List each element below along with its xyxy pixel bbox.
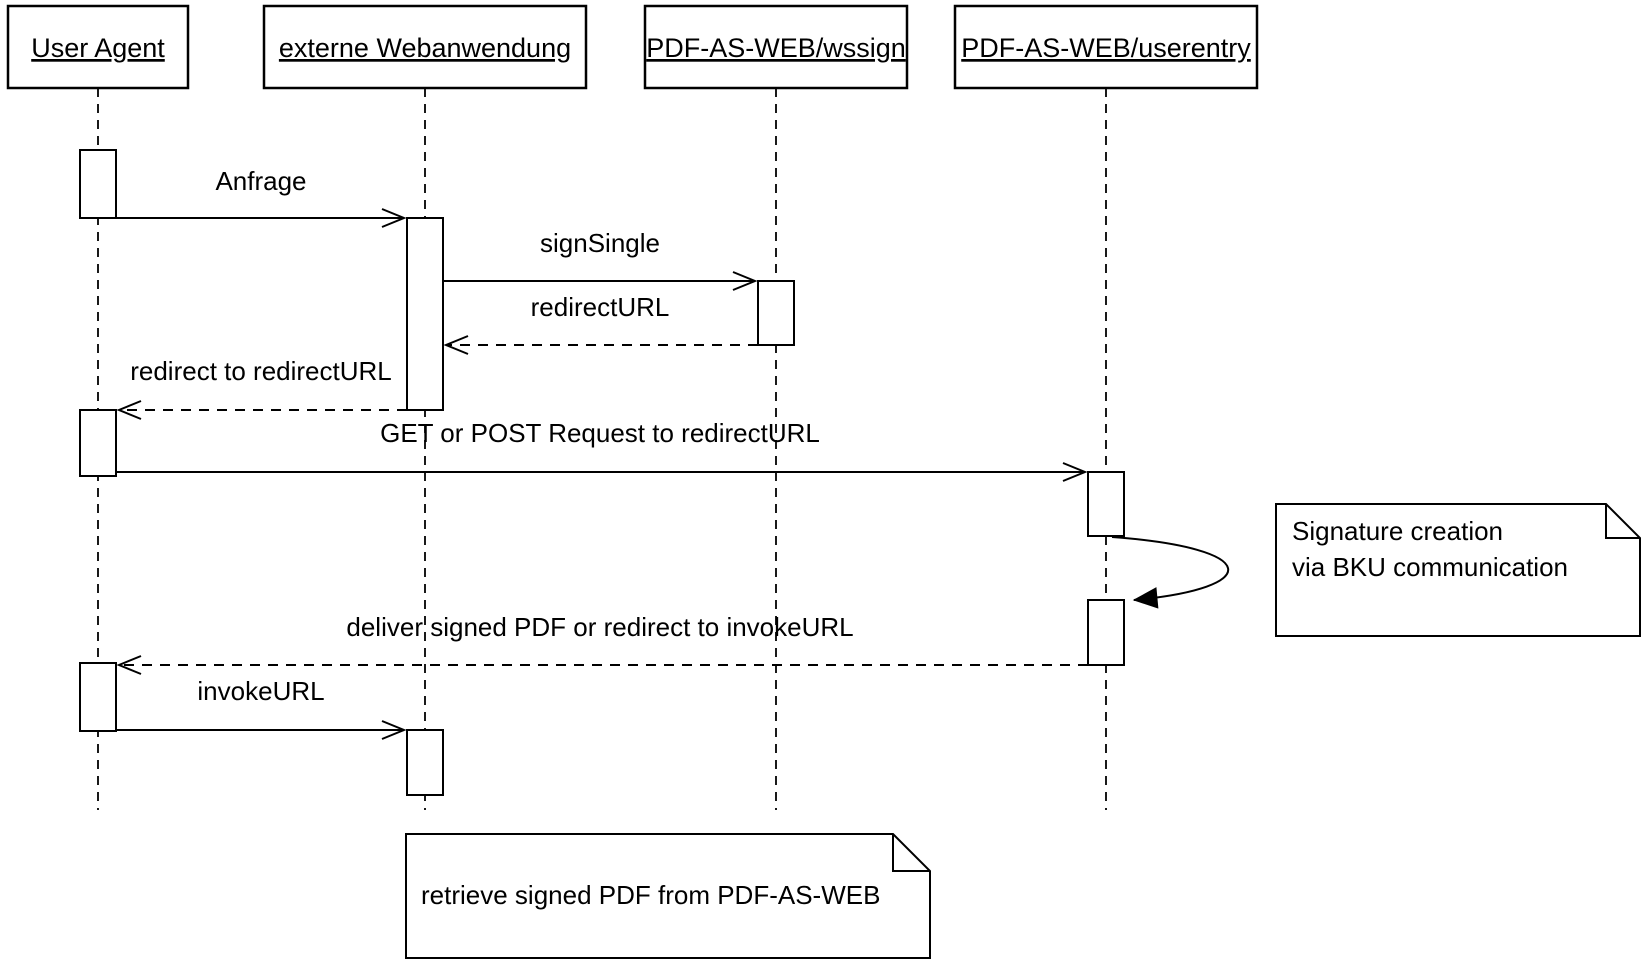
activation-user-agent-1: [79, 149, 117, 219]
self-message-arrow-signature-creation: [1111, 536, 1229, 609]
actor-label-pdf-as-web-wssign: PDF-AS-WEB/wssign: [646, 33, 906, 63]
message-label-redirecturl: redirectURL: [531, 292, 670, 322]
actor-pdf-as-web-wssign: PDF-AS-WEB/wssign: [643, 4, 909, 90]
activation-user-agent-3: [79, 662, 117, 732]
actor-user-agent: User Agent: [6, 4, 190, 90]
activation-webanwendung-1: [406, 217, 444, 411]
note-retrieve-line-1: retrieve signed PDF from PDF-AS-WEB: [421, 880, 880, 910]
actor-externe-webanwendung: externe Webanwendung: [262, 4, 588, 90]
actor-label-user-agent: User Agent: [31, 33, 165, 63]
note-retrieve-signed-pdf: retrieve signed PDF from PDF-AS-WEB: [405, 833, 931, 959]
message-label-deliver-signed-pdf: deliver signed PDF or redirect to invoke…: [346, 612, 853, 642]
note-signature-line-1: Signature creation: [1292, 516, 1503, 546]
activation-wssign: [757, 280, 795, 346]
note-signature-line-2: via BKU communication: [1292, 552, 1568, 582]
actor-pdf-as-web-userentry: PDF-AS-WEB/userentry: [953, 4, 1259, 90]
message-label-anfrage: Anfrage: [215, 166, 306, 196]
activation-userentry-1: [1087, 471, 1125, 537]
actor-label-pdf-as-web-userentry: PDF-AS-WEB/userentry: [961, 33, 1251, 63]
activation-webanwendung-2: [406, 729, 444, 796]
actor-label-externe-webanwendung: externe Webanwendung: [279, 33, 571, 63]
message-label-get-post-request: GET or POST Request to redirectURL: [380, 418, 820, 448]
message-label-signsingle: signSingle: [540, 228, 660, 258]
message-label-redirect-to-redirecturl: redirect to redirectURL: [130, 356, 392, 386]
activation-user-agent-2: [79, 409, 117, 477]
note-signature-creation: Signature creation via BKU communication: [1275, 503, 1641, 637]
message-label-invokeurl: invokeURL: [197, 676, 324, 706]
activation-userentry-2: [1087, 599, 1125, 666]
